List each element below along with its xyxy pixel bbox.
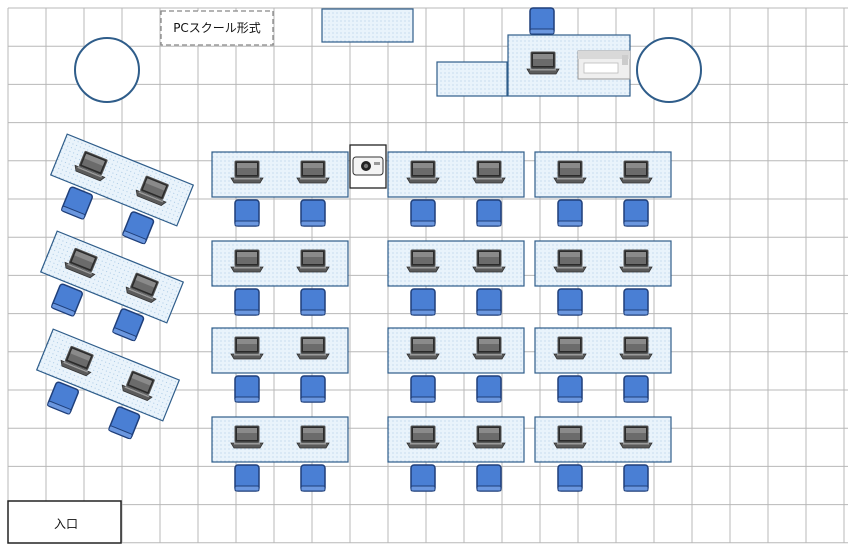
student-desk (534, 151, 672, 198)
chair-icon (234, 288, 260, 316)
chair-icon (623, 375, 649, 403)
round-table (74, 37, 140, 103)
laptop-icon (296, 336, 330, 360)
side-desk (321, 8, 414, 43)
laptop-icon (406, 425, 440, 449)
chair-icon (234, 464, 260, 492)
chair-icon (46, 380, 80, 416)
printer-icon (577, 50, 631, 80)
laptop-icon (619, 425, 653, 449)
round-table (636, 37, 702, 103)
chair-icon (557, 199, 583, 227)
chair-icon (557, 375, 583, 403)
chair-icon (476, 199, 502, 227)
laptop-icon (230, 336, 264, 360)
chair-icon (410, 464, 436, 492)
student-desk (211, 327, 349, 374)
student-desk (387, 240, 525, 287)
chair-icon (234, 199, 260, 227)
chair-icon (300, 464, 326, 492)
chair-icon (623, 199, 649, 227)
chair-icon (300, 199, 326, 227)
laptop-icon (553, 425, 587, 449)
laptop-icon (526, 51, 560, 75)
laptop-icon (619, 336, 653, 360)
furniture (35, 7, 702, 492)
chair-icon (50, 282, 84, 318)
chair-icon (60, 185, 94, 221)
laptop-icon (230, 160, 264, 184)
student-desk (534, 327, 672, 374)
chair-icon (623, 464, 649, 492)
chair-icon (557, 288, 583, 316)
laptop-icon (406, 336, 440, 360)
entrance-label: 入口 (54, 517, 78, 531)
student-desk (534, 240, 672, 287)
laptop-icon (472, 249, 506, 273)
laptop-icon (296, 160, 330, 184)
laptop-icon (296, 425, 330, 449)
chair-icon (476, 375, 502, 403)
laptop-icon (472, 425, 506, 449)
chair-icon (300, 375, 326, 403)
chair-icon (300, 288, 326, 316)
chair-icon (476, 288, 502, 316)
title-box (160, 10, 274, 46)
laptop-icon (296, 249, 330, 273)
laptop-icon (619, 249, 653, 273)
entrance-box (7, 500, 122, 544)
chair-icon (410, 288, 436, 316)
side-desk (436, 61, 508, 97)
angled-desk (35, 328, 181, 440)
laptop-icon (230, 425, 264, 449)
chair-icon (234, 375, 260, 403)
projector-icon (352, 156, 384, 176)
chair-icon (529, 7, 555, 35)
student-desk (211, 151, 349, 198)
chair-icon (410, 375, 436, 403)
laptop-icon (230, 249, 264, 273)
student-desk (387, 416, 525, 463)
chair-icon (410, 199, 436, 227)
chair-icon (107, 405, 142, 440)
laptop-icon (406, 249, 440, 273)
angled-desk (49, 133, 195, 245)
angled-desk (39, 230, 185, 342)
student-desk (387, 327, 525, 374)
student-desk (387, 151, 525, 198)
laptop-icon (406, 160, 440, 184)
laptop-icon (553, 336, 587, 360)
chair-icon (121, 210, 156, 245)
student-desk (211, 416, 349, 463)
laptop-icon (472, 336, 506, 360)
student-desk (211, 240, 349, 287)
student-desk (534, 416, 672, 463)
laptop-icon (472, 160, 506, 184)
chair-icon (476, 464, 502, 492)
laptop-icon (553, 160, 587, 184)
laptop-icon (553, 249, 587, 273)
chair-icon (623, 288, 649, 316)
chair-icon (111, 307, 146, 342)
layout-title: PCスクール形式 (173, 21, 261, 35)
chair-icon (557, 464, 583, 492)
laptop-icon (619, 160, 653, 184)
